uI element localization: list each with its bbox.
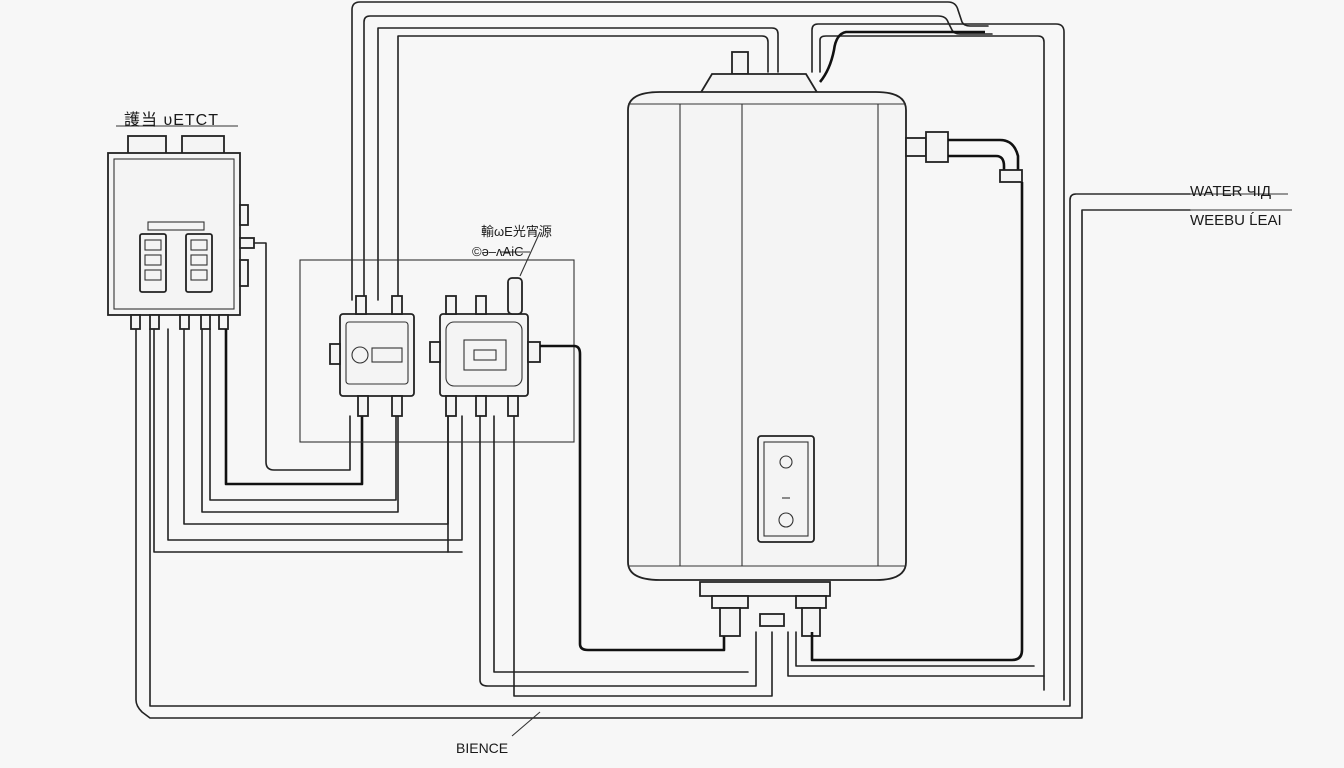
- panel-wires: [135, 193, 1292, 719]
- water-heater: [627, 51, 907, 637]
- breaker-switch-icon: [139, 233, 213, 293]
- junction-to-heater-wires: [447, 344, 1045, 737]
- junction-sub-label: ©ə–ʌΑіС: [472, 244, 524, 259]
- left-switch-box: [329, 295, 415, 417]
- distribution-panel: [107, 125, 255, 330]
- top-wire-loops: [351, 1, 1065, 701]
- junction-label: 輸ωE光宵源: [481, 224, 552, 239]
- pipe-elbow-icon: [810, 131, 1024, 662]
- heater-label: WATER ЧІД: [1190, 183, 1271, 200]
- panel-label: 護当 υETCT: [124, 112, 219, 129]
- thermostat-dial-icon: [757, 435, 815, 543]
- right-switch-box: [429, 277, 541, 417]
- junction-enclosure: [299, 231, 575, 443]
- heater-sub-label: WEEBU ĹEΑΙ: [1190, 212, 1282, 229]
- bottom-label: ΒΙENCE: [456, 740, 509, 756]
